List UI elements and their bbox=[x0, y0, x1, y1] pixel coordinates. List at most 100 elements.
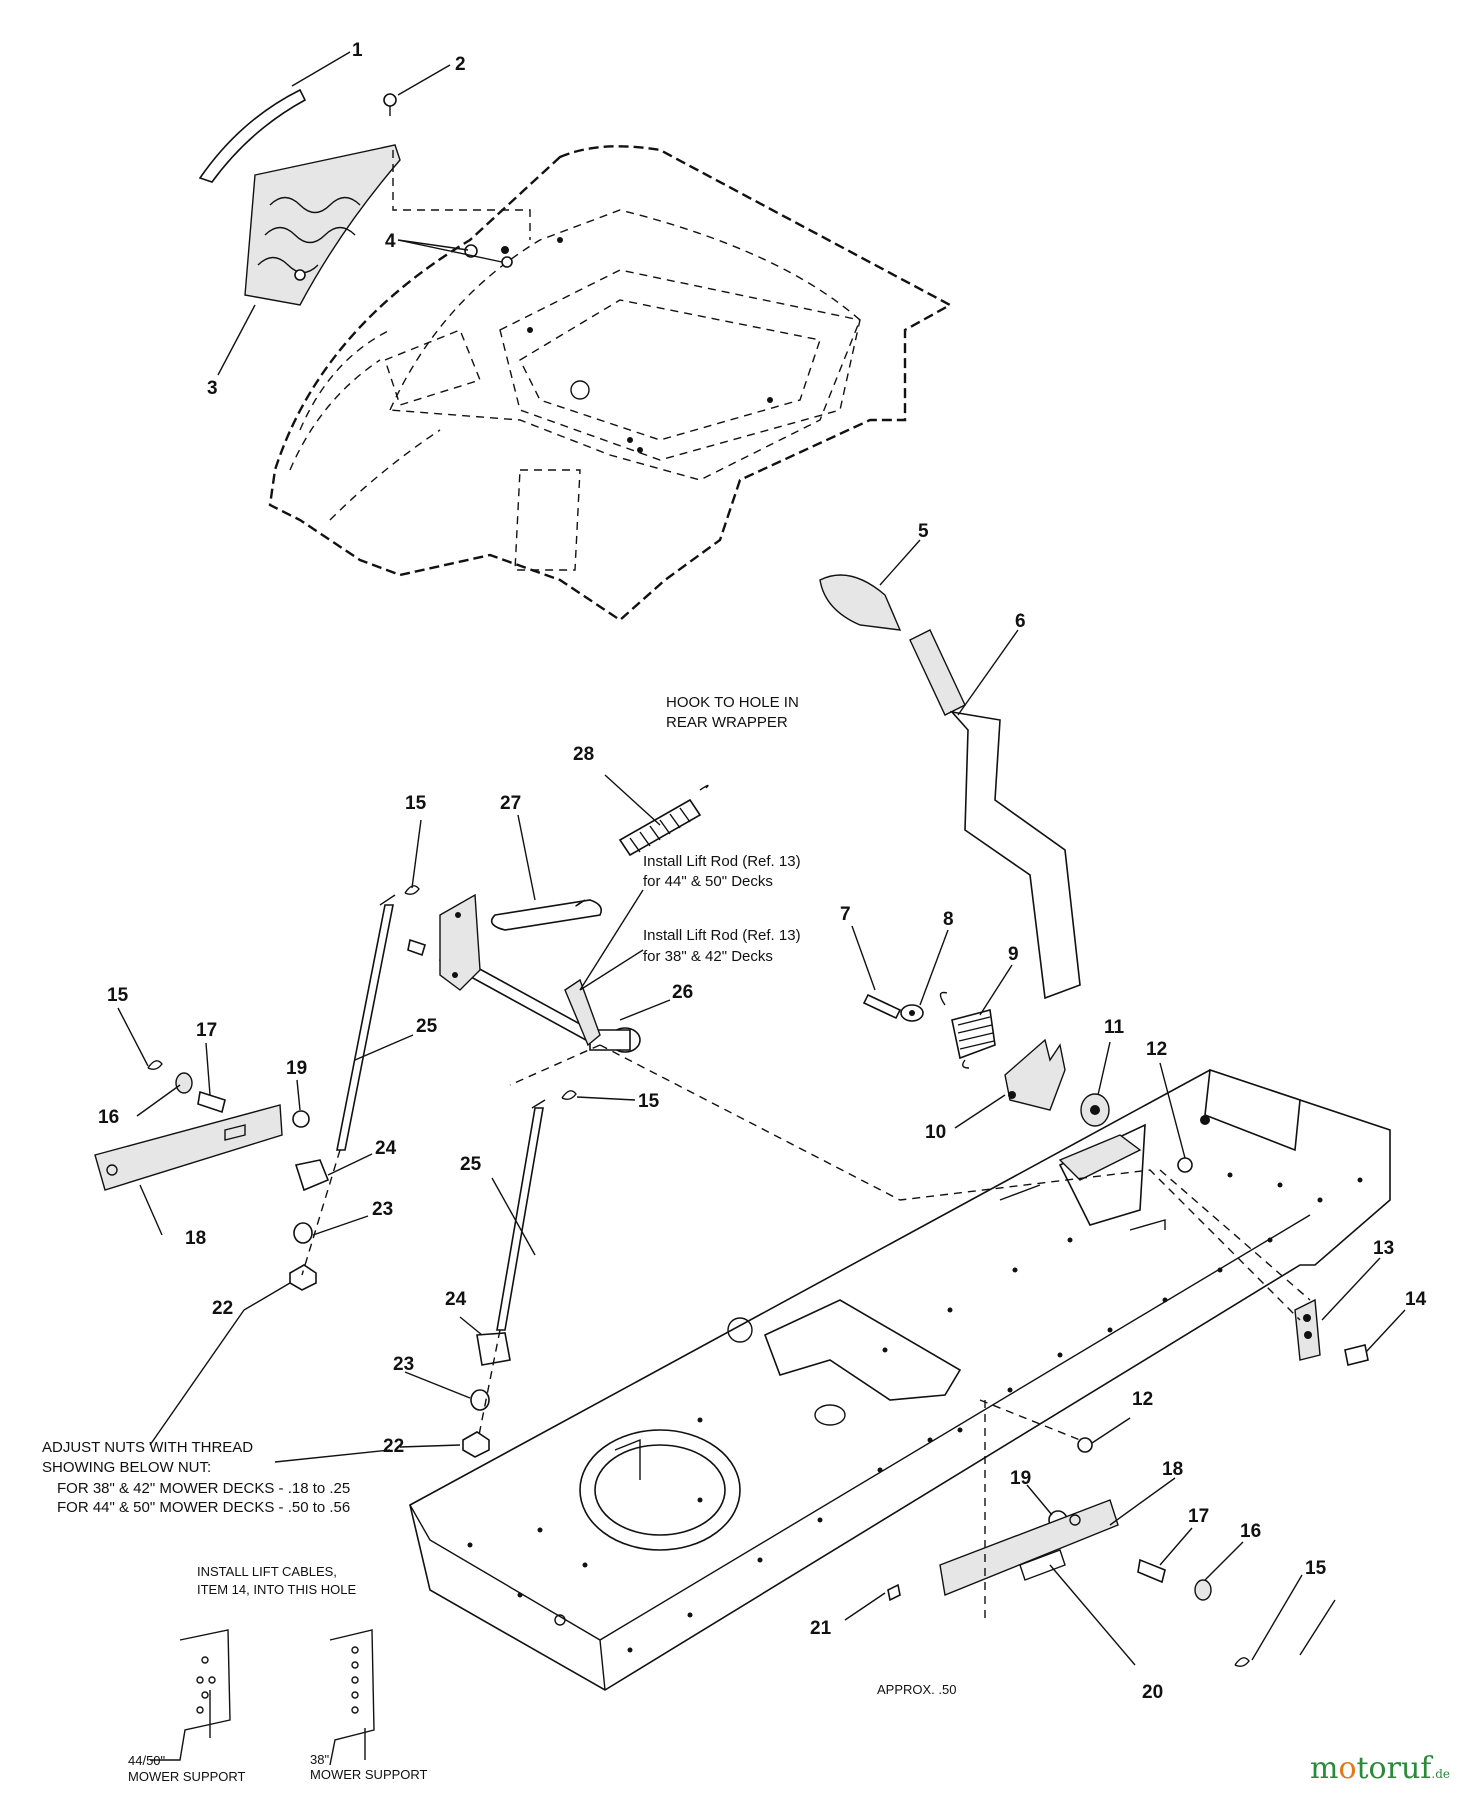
note-cables-line2: ITEM 14, INTO THIS HOLE bbox=[197, 1582, 356, 1597]
callout-16a: 16 bbox=[98, 1107, 119, 1128]
watermark-brand-suffix: .de bbox=[1431, 1767, 1450, 1781]
watermark-brand-post: toruf bbox=[1356, 1751, 1432, 1786]
callout-27: 27 bbox=[500, 793, 521, 814]
part-23-spacer-left bbox=[293, 1222, 313, 1244]
callout-19a: 19 bbox=[286, 1058, 307, 1079]
part-16-17-left bbox=[175, 1072, 226, 1114]
callout-8: 8 bbox=[943, 909, 954, 930]
note-adjust-line2: SHOWING BELOW NUT: bbox=[42, 1459, 211, 1476]
callout-5: 5 bbox=[918, 521, 929, 542]
callout-24a: 24 bbox=[375, 1138, 397, 1159]
lift-shaft-assembly bbox=[407, 893, 641, 1053]
note-support44-line2: MOWER SUPPORT bbox=[128, 1769, 246, 1784]
note-hook-line1: HOOK TO HOLE IN bbox=[666, 694, 799, 711]
part-18-mower-support-right bbox=[939, 1499, 1119, 1596]
part-9-spring bbox=[939, 991, 996, 1069]
part-3-shield bbox=[244, 144, 401, 306]
part-19-nut-left bbox=[292, 1110, 310, 1128]
part-18-mower-support-left bbox=[94, 1104, 283, 1191]
note-lift44-line2: for 44" & 50" Decks bbox=[643, 873, 773, 890]
callout-19b: 19 bbox=[1010, 1468, 1031, 1489]
note-lift38-line1: Install Lift Rod (Ref. 13) bbox=[643, 927, 801, 944]
callout-3: 3 bbox=[207, 378, 218, 399]
watermark-brand-pre: m bbox=[1309, 1751, 1339, 1786]
note-approx: APPROX. .50 bbox=[877, 1682, 956, 1697]
part-22-nut-right bbox=[462, 1431, 490, 1458]
callout-26: 26 bbox=[672, 982, 693, 1003]
part-12-nuts bbox=[1077, 1157, 1193, 1453]
part-25-lift-rod-right bbox=[496, 1099, 546, 1331]
part-5-knob bbox=[819, 574, 902, 631]
part-14-bolt bbox=[1344, 1344, 1369, 1366]
note-support38-line2: MOWER SUPPORT bbox=[310, 1767, 428, 1782]
callout-12b: 12 bbox=[1132, 1389, 1153, 1410]
note-adjust-line4: FOR 44" & 50" MOWER DECKS - .50 to .56 bbox=[57, 1499, 350, 1516]
callout-25a: 25 bbox=[416, 1016, 438, 1037]
part-13-lift-rod bbox=[1294, 1298, 1321, 1361]
note-lift38-line2: for 38" & 42" Decks bbox=[643, 948, 773, 965]
part-17-16-right bbox=[1137, 1558, 1212, 1601]
callout-18a: 18 bbox=[185, 1228, 206, 1249]
notes: HOOK TO HOLE IN REAR WRAPPER Install Lif… bbox=[42, 694, 956, 1784]
callout-25b: 25 bbox=[460, 1154, 482, 1175]
part-11-washer bbox=[1080, 1093, 1110, 1127]
part-6-lift-handle bbox=[909, 629, 1081, 1000]
callout-20: 20 bbox=[1142, 1682, 1163, 1703]
callout-23b: 23 bbox=[393, 1354, 414, 1375]
part-27-lift-link bbox=[490, 899, 603, 931]
callout-1: 1 bbox=[352, 40, 363, 61]
callout-15b: 15 bbox=[638, 1091, 660, 1112]
callout-15a: 15 bbox=[405, 793, 427, 814]
callout-21: 21 bbox=[810, 1618, 832, 1639]
callout-22b: 22 bbox=[383, 1436, 404, 1457]
callout-6: 6 bbox=[1015, 611, 1026, 632]
mower-support-44-50-inset bbox=[150, 1629, 231, 1761]
callout-numbers: 1 2 3 4 5 6 7 8 9 10 11 12 13 14 15 27 2… bbox=[98, 40, 1427, 1703]
part-28-spring bbox=[575, 784, 709, 907]
watermark-brand-o: o bbox=[1338, 1751, 1357, 1786]
rear-fender bbox=[268, 145, 953, 622]
part-15-cotter-pins bbox=[147, 885, 1250, 1668]
callout-28: 28 bbox=[573, 744, 594, 765]
callout-9: 9 bbox=[1008, 944, 1019, 965]
note-adjust-line1: ADJUST NUTS WITH THREAD bbox=[42, 1439, 253, 1456]
callout-4: 4 bbox=[385, 231, 396, 252]
part-2-rivet bbox=[383, 93, 397, 116]
note-adjust-line3: FOR 38" & 42" MOWER DECKS - .18 to .25 bbox=[57, 1480, 350, 1497]
part-7-bolt bbox=[862, 993, 902, 1020]
callout-13: 13 bbox=[1373, 1238, 1394, 1259]
callout-22a: 22 bbox=[212, 1298, 233, 1319]
leader-lines bbox=[117, 51, 1406, 1760]
note-cables-line1: INSTALL LIFT CABLES, bbox=[197, 1564, 337, 1579]
part-22-nut-left bbox=[289, 1264, 317, 1291]
part-8-washer bbox=[900, 1004, 924, 1022]
tractor-frame bbox=[409, 1068, 1391, 1691]
callout-17b: 17 bbox=[1188, 1506, 1209, 1527]
callout-16b: 16 bbox=[1240, 1521, 1261, 1542]
callout-18b: 18 bbox=[1162, 1459, 1183, 1480]
part-4-nut bbox=[464, 244, 513, 268]
callout-7: 7 bbox=[840, 904, 851, 925]
callout-14: 14 bbox=[1405, 1289, 1427, 1310]
callout-10: 10 bbox=[925, 1122, 946, 1143]
callout-12a: 12 bbox=[1146, 1039, 1167, 1060]
callout-15d: 15 bbox=[1305, 1558, 1327, 1579]
callout-2: 2 bbox=[455, 54, 466, 75]
note-support38-line1: 38" bbox=[310, 1752, 329, 1767]
callout-17a: 17 bbox=[196, 1020, 217, 1041]
watermark-logo: motoruf.de bbox=[1310, 1751, 1450, 1786]
part-10-bracket bbox=[1004, 1038, 1066, 1111]
callout-11: 11 bbox=[1104, 1017, 1125, 1038]
note-support44-line1: 44/50" bbox=[128, 1753, 166, 1768]
part-21-bolt bbox=[887, 1583, 901, 1602]
callout-24b: 24 bbox=[445, 1289, 467, 1310]
note-hook-line2: REAR WRAPPER bbox=[666, 714, 788, 731]
part-24-trunnion-right bbox=[476, 1332, 511, 1366]
callout-23a: 23 bbox=[372, 1199, 393, 1220]
part-24-trunnion-left bbox=[294, 1159, 330, 1192]
callout-15c: 15 bbox=[107, 985, 129, 1006]
part-25-lift-rod-left bbox=[336, 894, 396, 1151]
part-1-strip bbox=[198, 88, 307, 183]
mower-support-38-inset bbox=[329, 1629, 375, 1766]
